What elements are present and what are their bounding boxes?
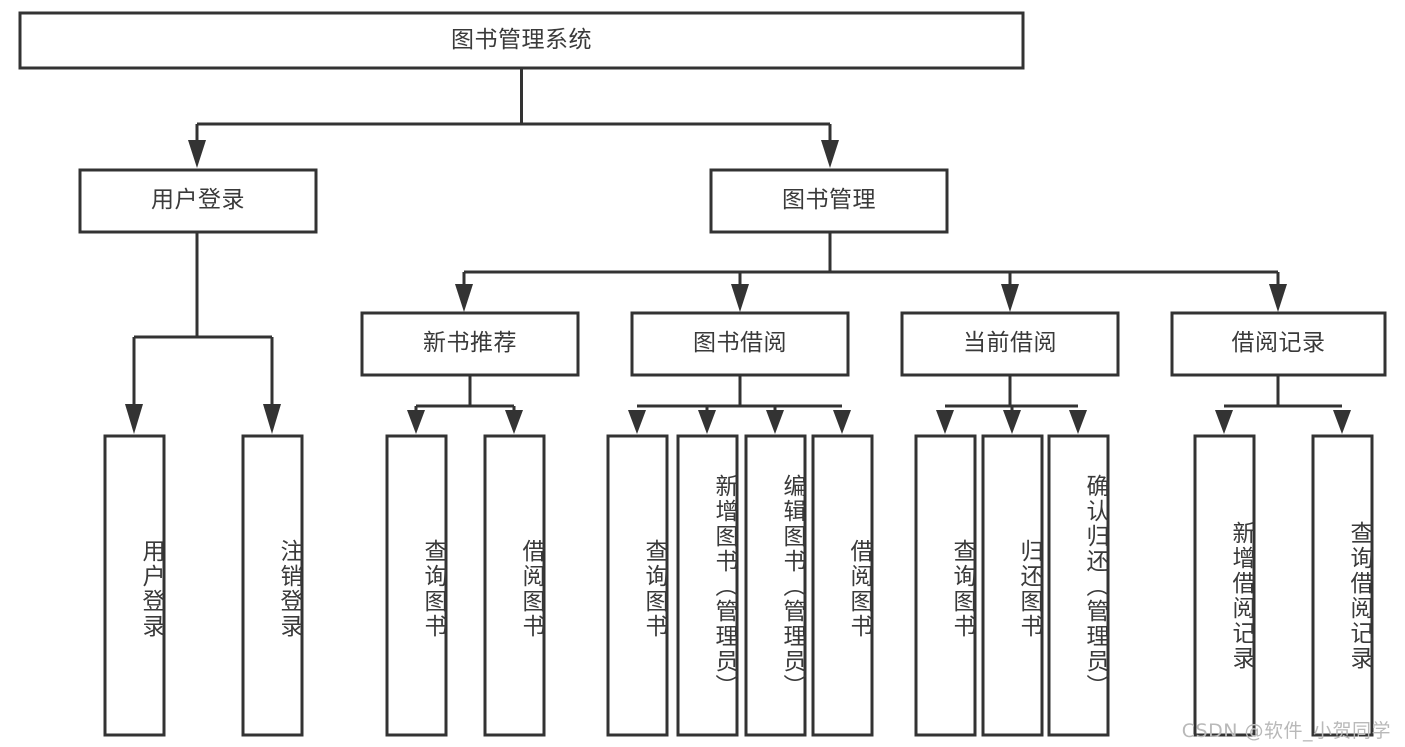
arrow-head-leaf-query-book-b (628, 410, 646, 434)
arrow-head-leaf-user-login (125, 404, 143, 434)
node-box-leaf-borrow-book-b[interactable] (811, 434, 874, 737)
node-box-leaf-edit-book[interactable] (744, 434, 807, 737)
arrow-head-leaf-add-record (1215, 410, 1233, 434)
node-box-leaf-logout[interactable] (241, 434, 304, 737)
node-box-leaf-add-book[interactable] (676, 434, 739, 737)
connector-group-current-borrow-to-leaves (936, 375, 1087, 434)
arrow-head-user-login (188, 140, 206, 168)
node-box-leaf-borrow-book-a[interactable] (483, 434, 546, 737)
arrow-head-book-borrow (731, 284, 749, 312)
arrow-head-leaf-query-book-c (936, 410, 954, 434)
node-box-leaf-query-book-b[interactable] (606, 434, 669, 737)
node-box-leaf-query-record[interactable] (1311, 434, 1374, 737)
arrow-head-leaf-add-book (698, 410, 716, 434)
arrow-head-current-borrow (1001, 284, 1019, 312)
node-box-new-book-recommend[interactable] (360, 311, 580, 377)
node-box-leaf-query-book-a[interactable] (385, 434, 448, 737)
arrow-head-leaf-logout (263, 404, 281, 434)
connector-group-book-manage-to-level3 (455, 232, 1287, 312)
arrow-head-new-book-recommend (455, 284, 473, 312)
node-box-current-borrow[interactable] (900, 311, 1120, 377)
node-box-leaf-user-login[interactable] (103, 434, 166, 737)
node-box-leaf-confirm-return[interactable] (1047, 434, 1110, 737)
connector-group-root-to-level2 (188, 68, 839, 168)
arrow-head-leaf-return-book (1003, 410, 1021, 434)
arrow-head-leaf-confirm-return (1069, 410, 1087, 434)
node-box-user-login[interactable] (78, 168, 318, 234)
connector-group-borrow-record-to-leaves (1215, 375, 1351, 434)
node-box-borrow-record[interactable] (1170, 311, 1387, 377)
arrow-head-leaf-borrow-book-a (505, 410, 523, 434)
node-box-book-borrow[interactable] (630, 311, 850, 377)
node-box-book-manage[interactable] (709, 168, 949, 234)
connector-group-user-login-to-leaves (125, 232, 281, 434)
node-box-leaf-query-book-c[interactable] (914, 434, 977, 737)
arrow-head-book-manage (821, 140, 839, 168)
arrow-head-leaf-edit-book (766, 410, 784, 434)
arrow-head-borrow-record (1269, 284, 1287, 312)
arrow-head-leaf-borrow-book-b (833, 410, 851, 434)
connector-group-book-borrow-to-leaves (628, 375, 851, 434)
node-box-leaf-add-record[interactable] (1193, 434, 1256, 737)
node-box-root[interactable] (18, 11, 1025, 70)
arrow-head-leaf-query-book-a (407, 410, 425, 434)
arrow-head-leaf-query-record (1333, 410, 1351, 434)
connector-group-new-book-to-leaves (407, 375, 523, 434)
node-box-leaf-return-book[interactable] (981, 434, 1044, 737)
